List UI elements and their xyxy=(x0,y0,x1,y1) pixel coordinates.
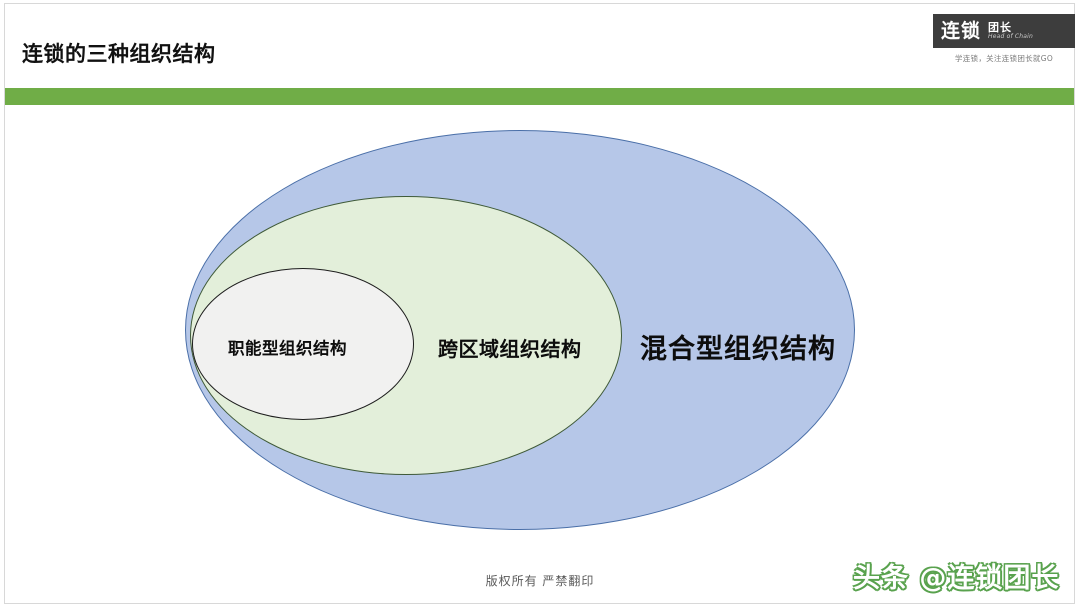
copyright-notice: 版权所有 严禁翻印 xyxy=(485,574,595,588)
logo-badge: 连锁 团长 Head of Chain xyxy=(933,14,1075,48)
ellipse-label-outer: 混合型组织结构 xyxy=(640,334,836,365)
logo-brand-text: 连锁 xyxy=(941,19,982,42)
venn-diagram: 混合型组织结构 跨区域组织结构 职能型组织结构 xyxy=(0,105,1080,565)
page-title: 连锁的三种组织结构 xyxy=(22,42,216,66)
ellipse-label-inner: 职能型组织结构 xyxy=(228,339,347,358)
ellipse-label-middle: 跨区域组织结构 xyxy=(438,337,582,361)
logo-secondary-group: 团长 Head of Chain xyxy=(988,22,1033,41)
ellipse-inner-functional xyxy=(192,268,414,420)
brand-logo: 连锁 团长 Head of Chain 学连锁，关注连锁团长就GO xyxy=(933,14,1075,72)
logo-english-tagline: Head of Chain xyxy=(988,33,1034,41)
logo-sub-brand-text: 团长 xyxy=(988,20,1013,34)
title-accent-bar xyxy=(5,88,1074,105)
logo-slogan: 学连锁，关注连锁团长就GO xyxy=(954,54,1054,63)
source-watermark: 头条 @连锁团长 xyxy=(853,563,1060,594)
